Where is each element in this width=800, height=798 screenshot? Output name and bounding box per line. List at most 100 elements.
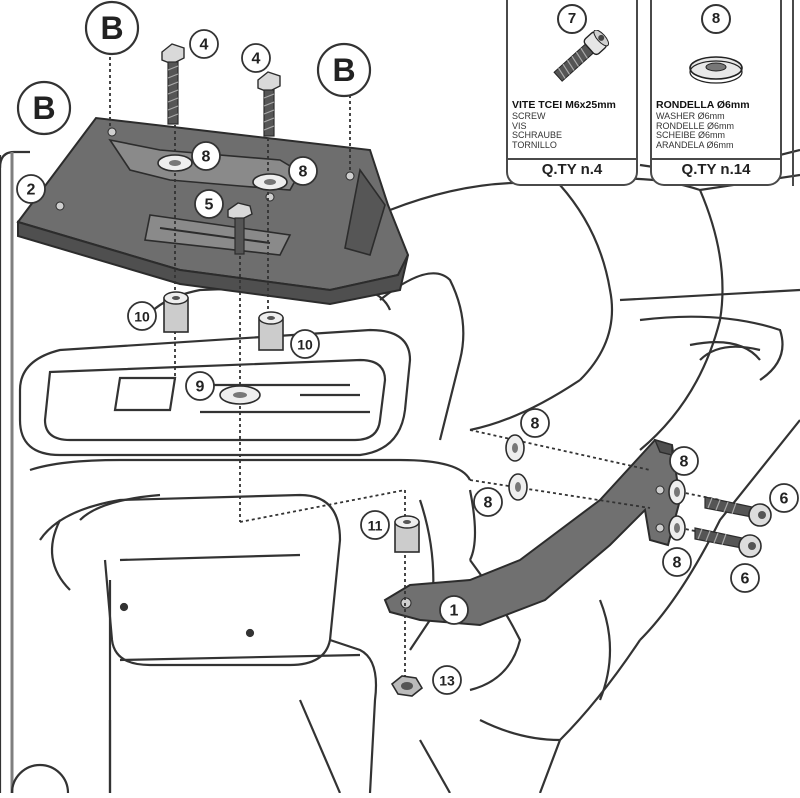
callout-label: B [100,10,123,46]
callout-badge: 5 [194,189,224,219]
washer-icon [652,30,780,96]
translation-line: WASHER Ø6mm [656,111,725,121]
part-name: RONDELLA Ø6mm [656,99,750,111]
callout-label: 2 [27,182,36,199]
callout-circle [288,156,318,186]
callout-circle [127,301,157,331]
washer-8-d [508,473,528,501]
callout-circle [185,371,215,401]
callout-circle [316,42,372,98]
part-quantity: Q.TY n.4 [541,161,603,178]
callout-badge: 6 [730,563,760,593]
part-number-badge: 8 [701,4,731,34]
washer-8-f [668,515,686,541]
translation-line: SCHRAUBE [512,130,563,141]
screw-6-bottom [694,527,762,558]
callout-label: 1 [450,603,459,620]
callout-label: 8 [202,149,211,166]
screw-6-top [704,496,772,527]
callout-badge: 4 [189,29,219,59]
callout-label: 8 [299,164,308,181]
callout-circle [669,446,699,476]
bolt-5 [227,202,253,255]
callout-label: 11 [368,518,383,534]
callout-badge: 6 [769,483,799,513]
spacer-11 [394,515,420,553]
callout-label: 6 [741,571,750,588]
translation-line: VIS [512,120,527,131]
callout-circle [16,80,72,136]
callout-label: 8 [531,416,540,433]
callout-badge: 10 [290,329,320,359]
card-divider [508,158,636,160]
callout-badge: 10 [127,301,157,331]
callout-circle [473,487,503,517]
spacer-10-left [163,291,189,333]
callout-circle [360,510,390,540]
hardware-parts [157,43,772,697]
part-name: VITE TCEI M6x25mm [512,99,616,111]
card-divider [652,158,780,160]
callout-label: 10 [297,337,313,353]
part-translations: WASHER Ø6mm RONDELLE Ø6mm SCHEIBE Ø6mm A… [656,111,778,150]
washer-8-e [668,479,686,505]
callout-badge: 8 [288,156,318,186]
part-card-partial [792,0,800,186]
callout-circle [730,563,760,593]
callout-badge-large: B [84,0,140,56]
callout-circle [191,141,221,171]
translation-line: ARANDELA Ø6mm [656,139,734,150]
callout-badge-large: B [316,42,372,98]
callout-badge: 13 [432,665,462,695]
callout-label: 10 [134,309,150,325]
callout-circle [520,408,550,438]
callout-label: 6 [780,491,789,508]
callout-label: 8 [673,555,682,572]
callout-circle [16,174,46,204]
callout-circle [662,547,692,577]
callout-badge: 2 [16,174,46,204]
callout-badge: 8 [191,141,221,171]
callout-label: 13 [439,673,455,689]
translation-line: SCREW [512,111,546,121]
part-card-screw: 7 VITE TCEI M6x25mm SCREW VIS SCHRAUBE T… [506,0,638,186]
callout-label: 9 [196,379,205,396]
callout-badge: 1 [439,595,469,625]
callout-badge: 8 [669,446,699,476]
translation-line: RONDELLE Ø6mm [656,120,735,131]
callout-label: 8 [680,454,689,471]
callout-circle [194,189,224,219]
vehicle-outline [0,148,800,798]
callout-circle [241,43,271,73]
callout-label: 4 [200,37,209,54]
callout-badge: 4 [241,43,271,73]
screw-icon [508,29,636,96]
translation-line: TORNILLO [512,139,557,150]
callout-label: 5 [205,197,214,214]
bolt-4-right [257,71,281,137]
callout-badge: 11 [360,510,390,540]
part-number-badge: 7 [557,4,587,34]
callout-badge: 8 [473,487,503,517]
callout-circle [439,595,469,625]
part-card-washer: 8 RONDELLA Ø6mm WASHER Ø6mm RONDELLE Ø6m… [650,0,782,186]
part-translations: SCREW VIS SCHRAUBE TORNILLO [512,111,634,150]
callout-circle [189,29,219,59]
callout-badge-large: B [16,80,72,136]
callout-circle [432,665,462,695]
callout-circle [769,483,799,513]
callout-circle [84,0,140,56]
washer-8-c [505,434,525,462]
callout-label: 4 [252,51,261,68]
callout-badge: 9 [185,371,215,401]
callout-badge: 8 [662,547,692,577]
callout-label: 8 [484,495,493,512]
callout-label: B [332,52,355,88]
callout-label: B [32,90,55,126]
translation-line: SCHEIBE Ø6mm [656,130,726,141]
nut-13 [390,675,424,697]
bolt-4-left [161,43,185,125]
